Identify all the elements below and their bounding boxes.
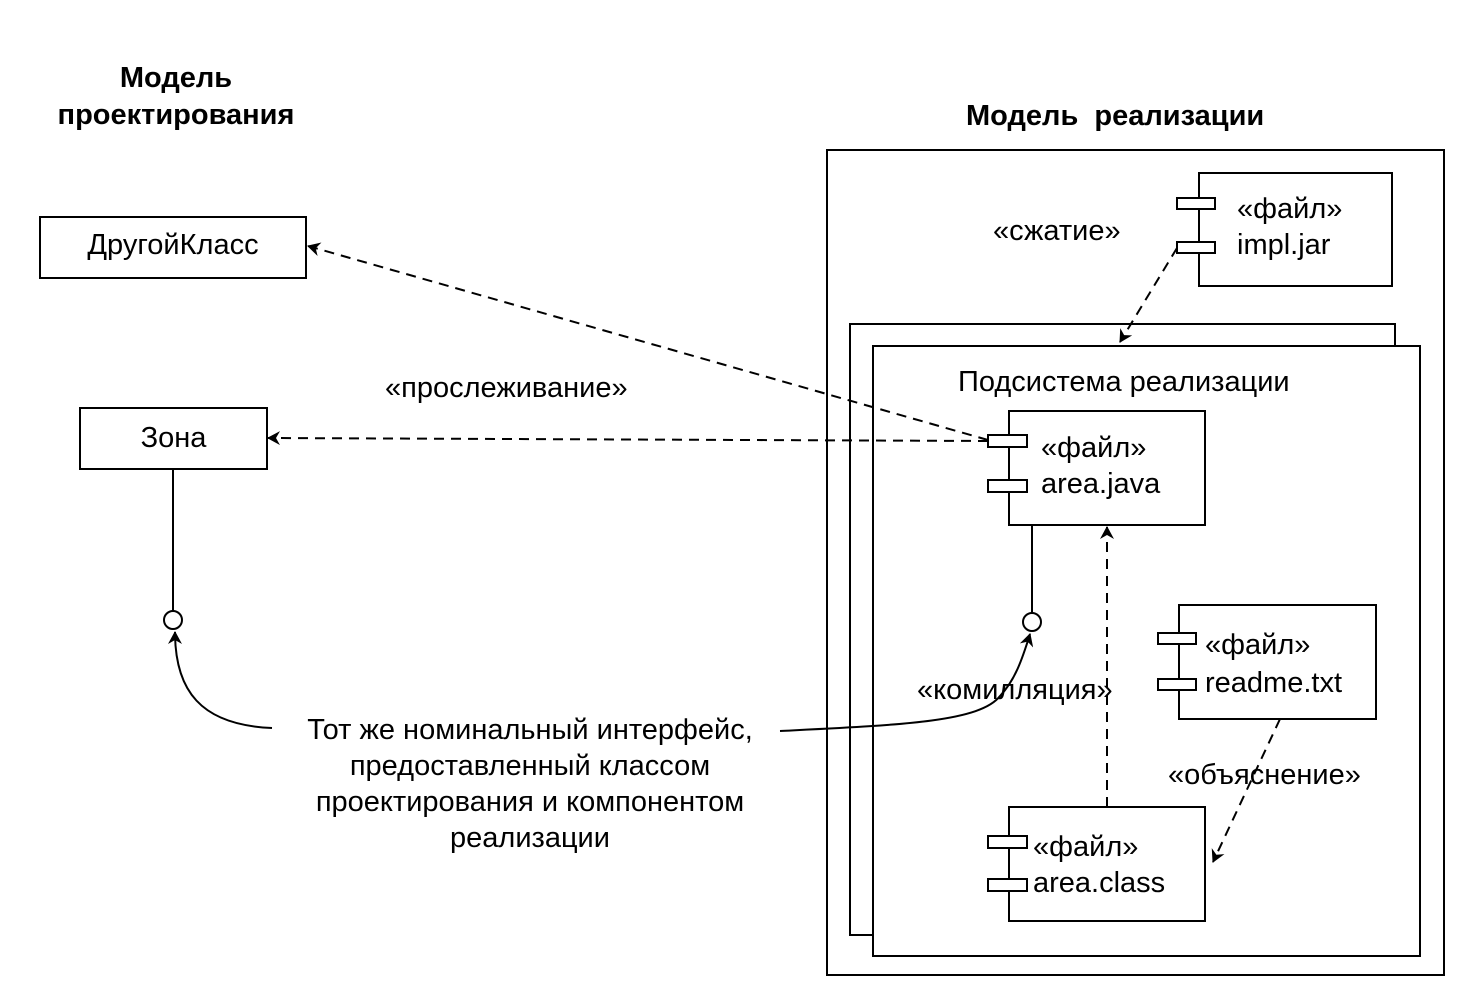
design-model-title: Модель проектирования <box>36 60 316 134</box>
area-java-name: area.java <box>1041 468 1161 500</box>
interface-note-line3: проектирования и компонентом <box>315 786 745 818</box>
compile-label: «комилляция» <box>917 674 1113 706</box>
interface-note-line4: реализации <box>450 822 610 854</box>
area-class-component <box>1008 806 1206 922</box>
area-java-component <box>1008 410 1206 526</box>
interface-note-line1: Тот же номинальный интерфейс, <box>307 714 753 746</box>
trace-arrow-to-zone <box>267 431 989 446</box>
impl-jar-stereotype: «файл» <box>1237 193 1343 225</box>
area-class-tab-1 <box>987 835 1028 849</box>
zone-class-box: Зона <box>79 407 268 470</box>
design-model-title-line2: проектирования <box>57 99 295 131</box>
readme-txt-tab-2 <box>1157 678 1197 691</box>
impl-jar-tab-1 <box>1176 197 1216 210</box>
impl-jar-tab-2 <box>1176 241 1216 254</box>
other-class-box: ДругойКласс <box>39 216 307 279</box>
other-class-name: ДругойКласс <box>87 229 259 261</box>
readme-txt-tab-1 <box>1157 632 1197 645</box>
zone-class-name: Зона <box>140 422 207 454</box>
subsystem-title: Подсистема реализации <box>958 366 1290 398</box>
note-connector-to-zone <box>168 631 273 729</box>
readme-txt-component <box>1178 604 1377 720</box>
area-java-tab-2 <box>987 479 1028 493</box>
compress-label: «сжатие» <box>993 215 1121 247</box>
area-class-stereotype: «файл» <box>1033 831 1139 863</box>
impl-model-frame <box>826 149 1445 976</box>
area-java-tab-1 <box>987 434 1028 448</box>
note-connector-to-area-java <box>779 633 1034 732</box>
interface-note: Тот же номинальный интерфейс, предоставл… <box>250 712 810 856</box>
trace-label: «прослеживание» <box>385 372 628 404</box>
readme-txt-name: readme.txt <box>1205 667 1342 699</box>
impl-model-title: Модель реализации <box>966 100 1265 132</box>
area-class-name: area.class <box>1033 867 1166 899</box>
readme-txt-stereotype: «файл» <box>1205 629 1311 661</box>
zone-interface-circle <box>163 610 183 630</box>
area-class-tab-2 <box>987 878 1028 892</box>
explain-label: «объяснение» <box>1168 759 1361 791</box>
design-model-title-line1: Модель <box>119 62 233 94</box>
interface-note-line2: предоставленный классом <box>349 750 711 782</box>
area-java-interface-circle <box>1022 612 1042 632</box>
explain-arrow <box>1211 718 1281 863</box>
compress-arrow <box>1119 247 1178 343</box>
impl-jar-name: impl.jar <box>1237 229 1331 261</box>
area-java-stereotype: «файл» <box>1041 432 1147 464</box>
impl-jar-component <box>1198 172 1393 287</box>
